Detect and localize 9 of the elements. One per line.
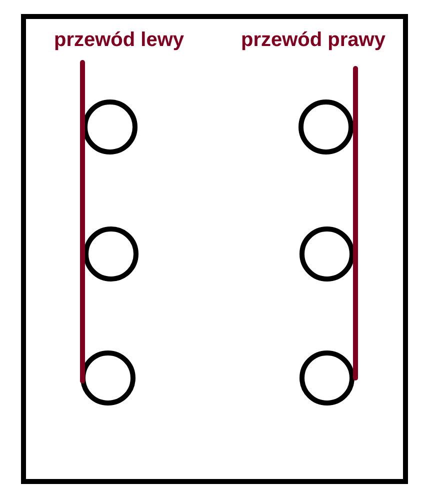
circle-outline [82, 99, 138, 155]
wire-label: przewód prawy [241, 30, 386, 50]
circle-outline [83, 226, 139, 282]
wire-label: przewód lewy [54, 30, 184, 50]
circle-outline [299, 350, 355, 406]
circle-outline [80, 350, 136, 406]
circle-outline [299, 226, 355, 282]
frame-border [21, 14, 408, 484]
circle-outline [298, 99, 354, 155]
